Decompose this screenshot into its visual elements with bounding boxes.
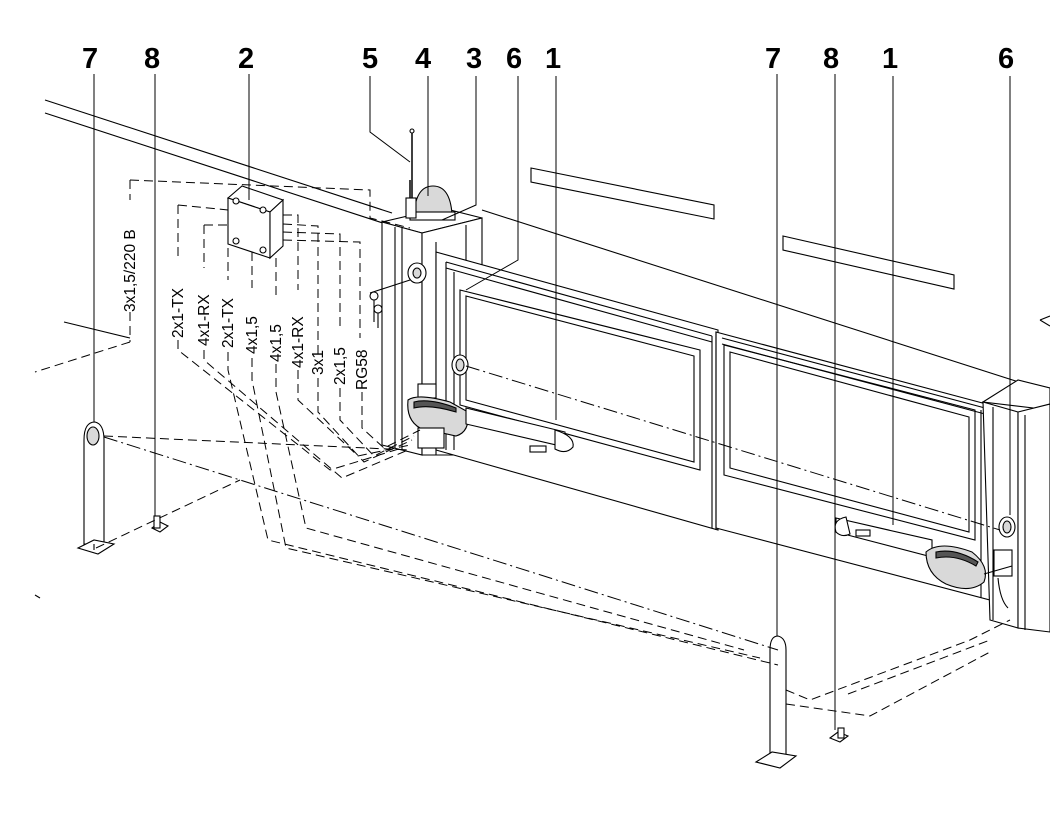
cable-label-2x1-5: 2x1,5 [332, 347, 349, 385]
callout-3-key-selector: 3 [466, 43, 482, 75]
callout-2-control-box: 2 [238, 43, 254, 75]
right-photocell [998, 516, 1016, 538]
antenna [409, 128, 415, 212]
key-selector [369, 262, 427, 328]
callout-7-left-photocell-post: 7 [82, 43, 98, 75]
cable-label-rg58: RG58 [354, 350, 371, 391]
cable-label-4x1-rx-a: 4x1-RX [196, 294, 213, 346]
cable-label-4x1-5-a: 4x1,5 [244, 316, 261, 354]
callout-6-left-photocell: 6 [506, 43, 522, 75]
right-floor-stop [828, 727, 850, 743]
left-gate-operator [407, 383, 574, 453]
right-photocell-post [754, 635, 798, 769]
cable-label-2x1-tx-a: 2x1-TX [170, 287, 187, 338]
cable-label-4x1-rx-b: 4x1-RX [290, 316, 307, 368]
cable-label-4x1-5-b: 4x1,5 [268, 324, 285, 362]
callout-1-right-operator: 1 [882, 43, 898, 75]
control-box [226, 185, 285, 260]
left-gate-leaf [435, 251, 719, 531]
left-floor-stop [150, 515, 170, 533]
cable-label-3x1: 3x1 [310, 350, 327, 375]
cable-labels: 3x1,5/220 B 2x1-TX 4x1-RX 2x1-TX 4x1,5 4… [122, 229, 371, 390]
cable-label-2x1-tx-b: 2x1-TX [220, 297, 237, 348]
callout-8-right-floor-stop: 8 [823, 43, 839, 75]
photocell-beam-lines [103, 365, 1001, 651]
right-gate-operator [834, 516, 1013, 609]
callout-8-left-floor-stop: 8 [144, 43, 160, 75]
cable-runs [34, 179, 1011, 717]
callout-5-antenna: 5 [362, 43, 378, 75]
callout-1-left-operator: 1 [545, 43, 561, 75]
callout-labels: 7 8 2 5 4 3 6 1 7 8 1 6 [82, 43, 1014, 75]
left-photocell-post [76, 421, 116, 555]
cable-label-mains: 3x1,5/220 B [122, 229, 139, 312]
left-photocell [451, 354, 469, 376]
callout-6-right-photocell: 6 [998, 43, 1014, 75]
callout-4-flashing-lamp: 4 [415, 43, 431, 75]
right-pillar [981, 379, 1050, 633]
flashing-lamp [405, 185, 456, 221]
wall-lines [34, 99, 1050, 599]
callout-7-right-photocell-post: 7 [765, 43, 781, 75]
leader-lines [93, 74, 1011, 730]
